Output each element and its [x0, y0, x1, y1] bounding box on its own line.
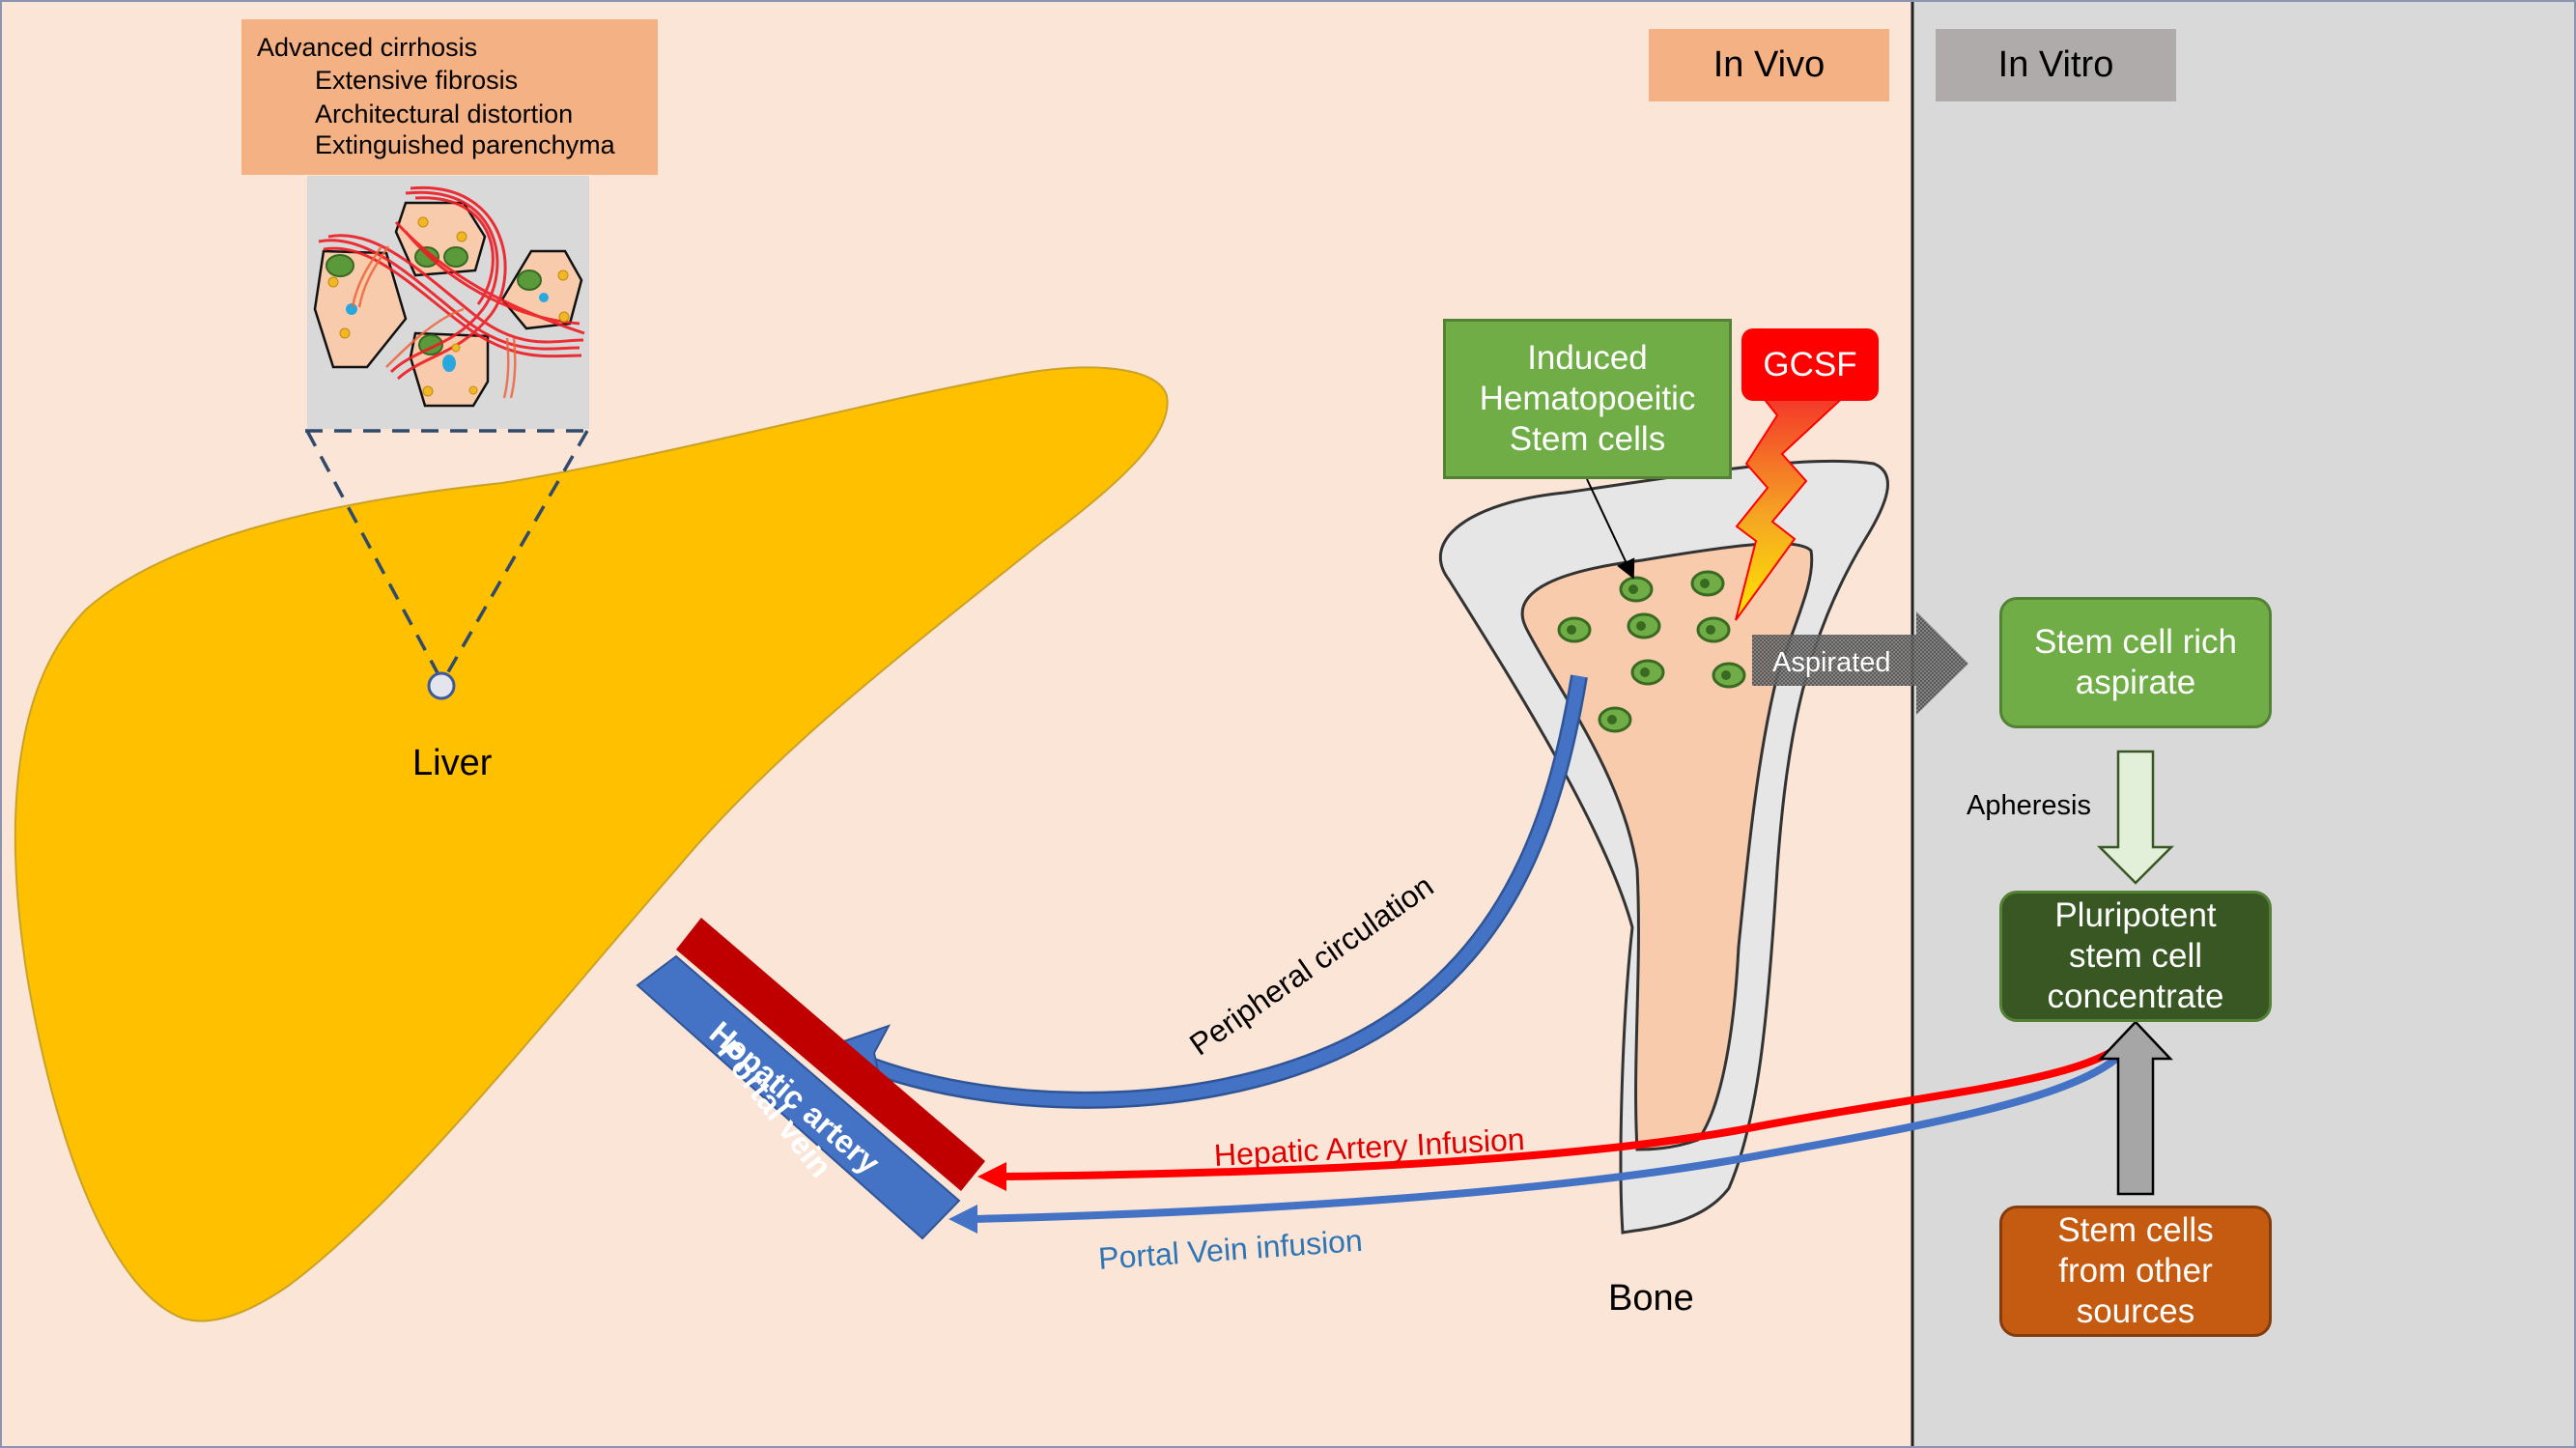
cirrhosis-item: Extinguished parenchyma — [315, 129, 615, 159]
portal-vein-infusion-line — [970, 1025, 2142, 1223]
portal-infusion-arrowhead — [948, 1205, 977, 1234]
hepatic-infusion-arrowhead — [977, 1162, 1006, 1191]
pluripotent-concentrate-box: Pluripotent stem cell concentrate — [1999, 891, 2272, 1022]
portal-vein-vessel — [636, 954, 961, 1240]
liver-label: Liver — [412, 743, 493, 783]
other-sources-arrow — [2098, 1020, 2173, 1196]
aspirated-label: Aspirated — [1772, 647, 1891, 678]
stem-cell — [1696, 616, 1731, 643]
stem-cell-aspirate-box: Stem cell rich aspirate — [1999, 597, 2272, 728]
gcsf-badge: GCSF — [1741, 328, 1879, 401]
lightning-icon — [1735, 390, 1853, 621]
bone-marrow — [1520, 542, 1814, 1151]
stem-cell — [1630, 659, 1665, 686]
cirrhosis-box: Advanced cirrhosis Extensive fibrosis Ar… — [241, 19, 658, 175]
stem-cell — [1690, 570, 1725, 597]
aspirated-arrow[interactable] — [1752, 611, 1968, 715]
histology-inset — [307, 176, 589, 429]
hepatic-artery-vessel — [676, 918, 985, 1191]
cirrhosis-item: Architectural distortion — [315, 99, 574, 129]
apheresis-label: Apheresis — [1967, 790, 2091, 821]
in-vitro-label: In Vitro — [1936, 29, 2176, 101]
callout-arrow — [1586, 478, 1635, 580]
liver-shape — [14, 366, 1169, 1322]
induced-stem-cells-box: Induced Hematopoeitic Stem cells — [1443, 319, 1732, 479]
stem-cell — [1712, 662, 1746, 689]
stem-cell — [1598, 706, 1632, 733]
stem-cell — [1557, 616, 1592, 643]
hepatic-artery-infusion-line — [999, 1025, 2140, 1180]
liver-sample-marker — [427, 671, 456, 700]
apheresis-arrow — [2096, 750, 2175, 885]
marrow-stem-cells — [1557, 570, 1746, 733]
peripheral-circulation-line — [837, 674, 1586, 1107]
cirrhosis-item: Extensive fibrosis — [315, 65, 519, 95]
stem-cell — [1627, 612, 1661, 639]
in-vivo-label: In Vivo — [1649, 29, 1889, 101]
zoom-guide-left — [305, 430, 444, 683]
stem-cell — [1619, 576, 1654, 603]
zoom-guide-right — [440, 430, 589, 683]
bone-label: Bone — [1608, 1278, 1694, 1319]
other-sources-box: Stem cells from other sources — [1999, 1206, 2272, 1337]
cirrhosis-title: Advanced cirrhosis — [257, 33, 478, 62]
